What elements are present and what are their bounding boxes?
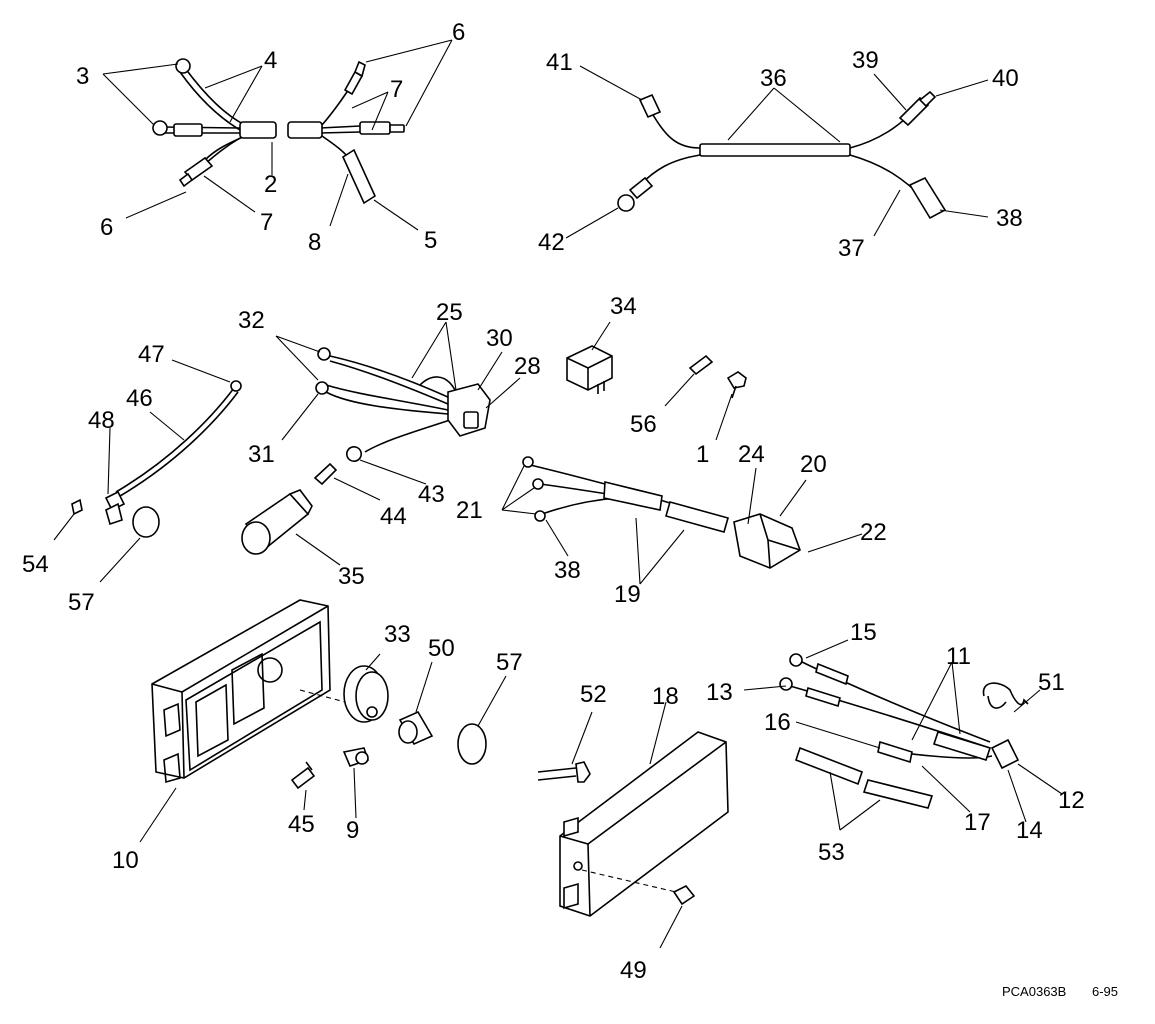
bolt-52	[537, 761, 591, 783]
callout-6: 6	[452, 19, 465, 46]
figure-reference: PCA0363B 6-95	[1002, 984, 1118, 999]
callout-51: 51	[1038, 669, 1065, 696]
callout-37: 37	[838, 235, 865, 262]
callout-13: 13	[706, 679, 733, 706]
callout-18: 18	[652, 683, 679, 710]
callout-7: 7	[390, 76, 403, 103]
callout-10: 10	[112, 847, 139, 874]
callout-17: 17	[964, 809, 991, 836]
callout-8: 8	[308, 229, 321, 256]
grommet-sleeve-washer	[343, 665, 487, 765]
clip-45-and-screw-9	[290, 747, 370, 790]
wiring-harness-center	[313, 347, 491, 486]
callout-25: 25	[436, 299, 463, 326]
housing-10	[151, 599, 346, 784]
callout-22: 22	[860, 519, 887, 546]
callout-16: 16	[764, 709, 791, 736]
callout-24: 24	[738, 441, 765, 468]
callout-1: 1	[696, 441, 709, 468]
callout-53: 53	[818, 839, 845, 866]
callout-12: 12	[1058, 787, 1085, 814]
callout-49: 49	[620, 957, 647, 984]
callout-14: 14	[1016, 817, 1043, 844]
wiring-harness-lower	[522, 456, 801, 569]
callout-33: 33	[384, 621, 411, 648]
clip-56-and-screw-1	[688, 354, 747, 399]
wiring-harness-right	[617, 90, 947, 220]
callout-56: 56	[630, 411, 657, 438]
callout-57: 57	[496, 649, 523, 676]
callout-28: 28	[514, 353, 541, 380]
callout-45: 45	[288, 811, 315, 838]
callout-43: 43	[418, 481, 445, 508]
wiring-harness-left	[152, 58, 405, 205]
boot-35	[241, 489, 313, 555]
callout-2: 2	[264, 171, 277, 198]
callout-38: 38	[996, 205, 1023, 232]
callout-57: 57	[68, 589, 95, 616]
callout-48: 48	[88, 407, 115, 434]
figure-date: 6-95	[1092, 984, 1118, 999]
callout-35: 35	[338, 563, 365, 590]
sleeves-53	[794, 746, 934, 809]
callout-46: 46	[126, 385, 153, 412]
callout-9: 9	[346, 817, 359, 844]
callout-32: 32	[238, 307, 265, 334]
callout-38: 38	[554, 557, 581, 584]
callout-15: 15	[850, 619, 877, 646]
cover-18	[559, 731, 729, 917]
leader-lines	[53, 39, 1063, 949]
callout-40: 40	[992, 65, 1019, 92]
callout-5: 5	[424, 227, 437, 254]
callout-47: 47	[138, 341, 165, 368]
callout-7: 7	[260, 209, 273, 236]
callout-50: 50	[428, 635, 455, 662]
ground-strap	[71, 380, 242, 538]
screw-49	[672, 884, 696, 906]
callout-54: 54	[22, 551, 49, 578]
callout-19: 19	[614, 581, 641, 608]
callout-44: 44	[380, 503, 407, 530]
callout-3: 3	[76, 63, 89, 90]
callout-11: 11	[946, 643, 971, 670]
callout-30: 30	[486, 325, 513, 352]
callout-31: 31	[248, 441, 275, 468]
callout-20: 20	[800, 451, 827, 478]
callout-34: 34	[610, 293, 637, 320]
callout-6: 6	[100, 214, 113, 241]
relay-34	[566, 345, 613, 394]
callout-4: 4	[264, 47, 277, 74]
callout-21: 21	[456, 497, 483, 524]
wiring-harness-sensor	[779, 653, 1029, 770]
callout-42: 42	[538, 229, 565, 256]
callout-labels: 3 4 2 6 7 6 7 8 5 41 36 39 40 38 37 42 3…	[22, 19, 1085, 984]
callout-36: 36	[760, 65, 787, 92]
callout-41: 41	[546, 49, 573, 76]
figure-code: PCA0363B	[1002, 984, 1066, 999]
callout-39: 39	[852, 47, 879, 74]
callout-52: 52	[580, 681, 607, 708]
